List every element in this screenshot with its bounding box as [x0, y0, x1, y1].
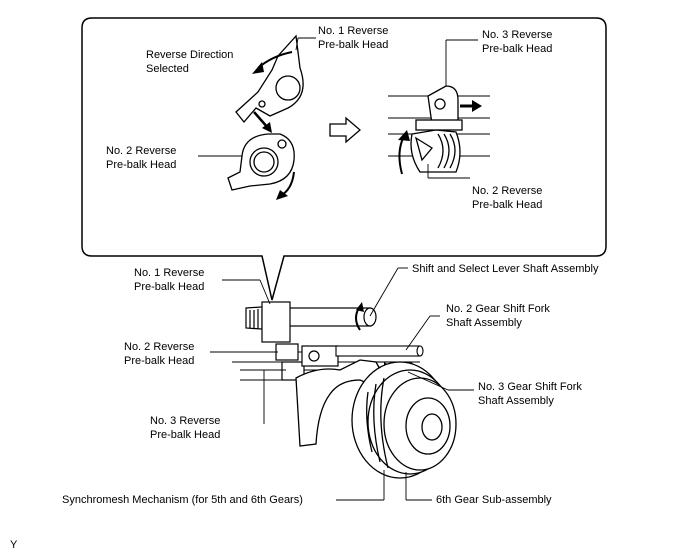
main-heads: [275, 343, 339, 381]
sixth-gear: [351, 361, 457, 479]
label-no2-top: No. 2 Reverse Pre-balk Head: [106, 145, 177, 171]
no2-head-right: [410, 129, 461, 173]
label-no1-top: No. 1 Reverse Pre-balk Head: [318, 25, 389, 51]
label-fork-shaft-3: No. 3 Gear Shift Fork Shaft Assembly: [478, 381, 582, 407]
shift-fork: [295, 359, 383, 447]
corner-mark: Y: [10, 539, 18, 551]
label-no2-right: No. 2 Reverse Pre-balk Head: [472, 185, 543, 211]
label-reverse-direction: Reverse Direction Selected: [146, 49, 234, 75]
transition-arrow: [329, 116, 361, 144]
label-fork-shaft-2: No. 2 Gear Shift Fork Shaft Assembly: [446, 303, 550, 329]
label-synchromesh: Synchromesh Mechanism (for 5th and 6th G…: [62, 494, 303, 506]
label-no1-main: No. 1 Reverse Pre-balk Head: [134, 267, 205, 293]
label-no3-main: No. 3 Reverse Pre-balk Head: [150, 415, 221, 441]
label-sixth-gear: 6th Gear Sub-assembly: [436, 494, 552, 506]
callout-box: [81, 17, 607, 301]
label-shift-select-shaft: Shift and Select Lever Shaft Assembly: [412, 263, 599, 275]
select-lever-shaft: [245, 301, 377, 343]
label-no2-main: No. 2 Reverse Pre-balk Head: [124, 341, 195, 367]
no2-head-left: [227, 133, 295, 191]
label-no3-top: No. 3 Reverse Pre-balk Head: [482, 29, 553, 55]
no1-head-left: [235, 34, 304, 124]
